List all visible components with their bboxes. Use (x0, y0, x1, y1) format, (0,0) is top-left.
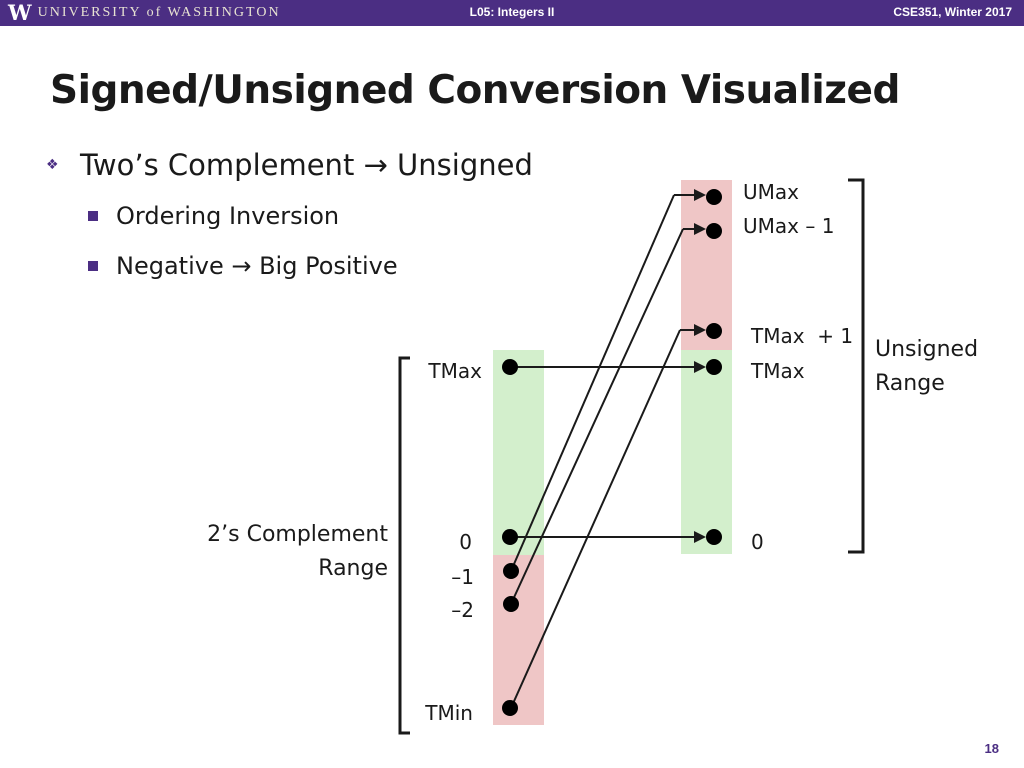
label-signed-tmax: TMax (427, 359, 482, 383)
lecture-title: L05: Integers II (469, 5, 555, 19)
dot-signed-neg2 (503, 596, 519, 612)
unsigned-lower-region (681, 350, 732, 554)
dot-unsigned-zero (706, 529, 722, 545)
signed-range-label-line2: Range (318, 556, 388, 581)
header-bar: W UNIVERSITY of WASHINGTON L05: Integers… (0, 0, 1024, 26)
label-unsigned-umax: UMax (743, 180, 799, 204)
dot-signed-zero (502, 529, 518, 545)
arrowhead-tmax (694, 361, 706, 373)
label-unsigned-tmax-plus-1: TMax + 1 (750, 324, 853, 348)
page-number: 18 (984, 741, 999, 756)
sub-bullet-text: Ordering Inversion (116, 202, 340, 230)
dot-unsigned-umax-minus-1 (706, 223, 722, 239)
unsigned-range-bracket (848, 178, 865, 554)
unsigned-range-label-line2: Range (875, 371, 945, 396)
main-bullet-text: Two’s Complement → Unsigned (80, 148, 533, 182)
arrow-tmin-to-tmax-plus-1 (510, 329, 681, 709)
arrow-neg2-to-umax-minus-1 (510, 228, 684, 605)
dot-signed-neg1 (503, 563, 519, 579)
signed-range-label-line1: 2’s Complement (207, 522, 388, 547)
course-name: CSE351, Winter 2017 (893, 5, 1012, 19)
label-signed-neg1: –1 (451, 565, 474, 589)
slide-title: Signed/Unsigned Conversion Visualized (50, 68, 900, 113)
university-logo: W UNIVERSITY of WASHINGTON (8, 1, 281, 25)
arrowhead-tmax-plus-1 (694, 324, 706, 336)
sub-bullet: Ordering Inversion (88, 202, 339, 230)
dot-signed-tmin (502, 700, 518, 716)
label-signed-neg2: –2 (451, 598, 474, 622)
unsigned-range-label-line1: Unsigned (875, 337, 978, 362)
dot-unsigned-tmax-plus-1 (706, 323, 722, 339)
square-bullet-icon (88, 211, 98, 221)
label-signed-zero: 0 (459, 530, 472, 554)
unsigned-upper-region (681, 180, 732, 350)
square-bullet-icon (88, 261, 98, 271)
uw-w-logo-icon: W (8, 0, 32, 25)
signed-negative-region (493, 555, 544, 725)
label-signed-tmin: TMin (424, 701, 473, 725)
university-name: UNIVERSITY of WASHINGTON (37, 5, 281, 20)
diamond-bullet-icon: ❖ (46, 157, 59, 173)
arrowhead-umax (694, 189, 706, 201)
signed-range-bracket (398, 356, 410, 735)
label-unsigned-umax-minus-1: UMax – 1 (743, 214, 834, 238)
arrow-neg1-to-umax (510, 194, 675, 572)
dot-unsigned-umax (706, 189, 722, 205)
main-bullet: ❖ Two’s Complement → Unsigned (46, 148, 533, 182)
signed-nonnegative-region (493, 350, 544, 555)
sub-bullet-text: Negative → Big Positive (116, 252, 398, 280)
sub-bullet: Negative → Big Positive (88, 252, 398, 280)
arrowhead-zero (694, 531, 706, 543)
label-unsigned-zero: 0 (751, 530, 764, 554)
arrowhead-umax-minus-1 (694, 223, 706, 235)
label-unsigned-tmax: TMax (750, 359, 805, 383)
dot-signed-tmax (502, 359, 518, 375)
dot-unsigned-tmax (706, 359, 722, 375)
